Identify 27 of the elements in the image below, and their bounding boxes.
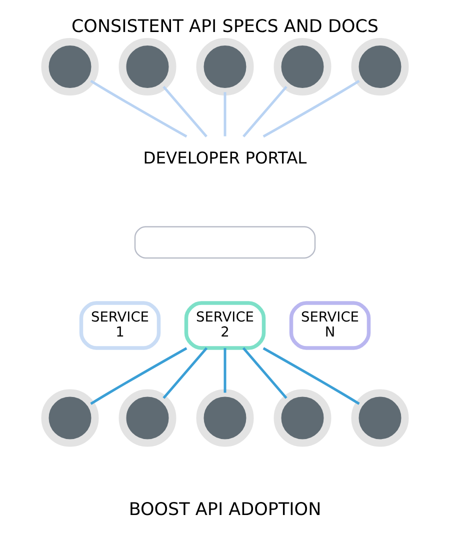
connector [162,86,208,138]
node-person [274,389,332,447]
connector [262,80,360,138]
caption: BOOST API ADOPTION [128,500,322,520]
node-person [196,38,254,96]
connector [242,347,288,399]
connector [224,348,226,393]
diagram-title: CONSISTENT API SPECS AND DOCS [71,17,379,37]
node-person [41,38,99,96]
connector [90,347,188,405]
connector [90,80,188,138]
node-person [41,389,99,447]
node-person [118,389,176,447]
connector [224,92,226,136]
node-person [351,389,409,447]
connector [262,347,360,405]
node-person [351,38,409,96]
node-box: SERVICE N [289,301,371,350]
node-text: DEVELOPER PORTAL [143,148,307,168]
connector [162,347,208,399]
node-person [274,38,332,96]
node-person [196,389,254,447]
connector [242,86,288,138]
node-person [118,38,176,96]
node-box: SERVICE 1 [79,301,161,350]
node-box: SERVICE 2 [184,301,266,350]
node-box [134,226,316,259]
